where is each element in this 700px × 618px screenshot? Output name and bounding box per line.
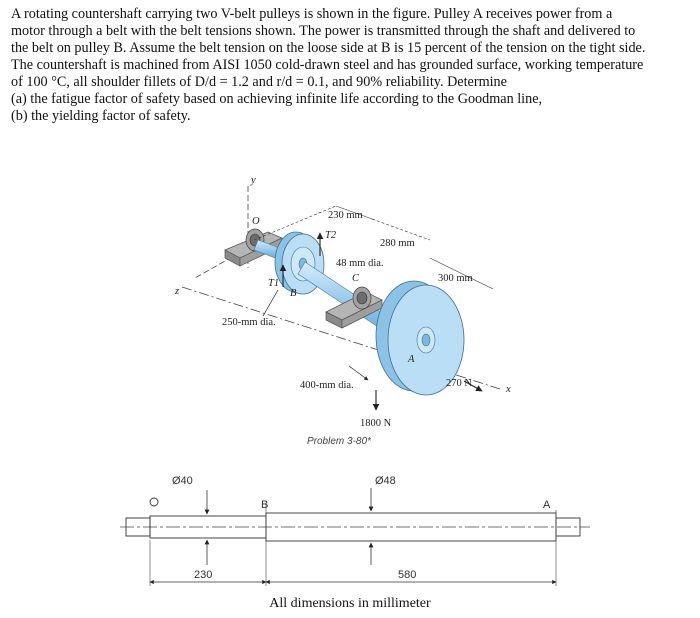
- figure-caption: Problem 3-80*: [307, 436, 372, 447]
- pulley-a-label: A: [407, 354, 415, 365]
- force-270-arrow: [463, 380, 483, 392]
- dim-line-280: [371, 218, 431, 241]
- dim-230-text: 230: [194, 569, 212, 581]
- dim-280-label: 280 mm: [380, 238, 415, 249]
- point-o-label: O: [252, 216, 260, 227]
- problem-statement: A rotating countershaft carrying two V-b…: [11, 6, 695, 125]
- z-axis-label: z: [174, 286, 179, 297]
- dim-580-text: 580: [398, 569, 416, 581]
- problem-line: of 100 °C, all shoulder fillets of D/d =…: [11, 74, 507, 90]
- problem-line: motor through a belt with the belt tensi…: [11, 23, 636, 39]
- dia-40-label: Ø40: [172, 475, 193, 487]
- pulley-b-label: B: [290, 288, 297, 299]
- bearing-c: [325, 286, 383, 329]
- shaft-dia-label: 48 mm dia.: [336, 258, 384, 269]
- force-1800-label: 1800 N: [360, 418, 392, 429]
- shaft-a-label: A: [543, 499, 551, 511]
- problem-line: (a) the fatigue factor of safety based o…: [11, 91, 543, 107]
- problem-line: the belt on pulley B. Assume the belt te…: [11, 40, 646, 56]
- y-axis-label: y: [250, 175, 256, 186]
- shaft-drawing: Ø40 Ø48 B A 230 580: [120, 475, 590, 586]
- pulley-b-dia-label: 250-mm dia.: [222, 317, 276, 328]
- dim-line-300: [429, 257, 494, 290]
- t1-label: T1: [268, 278, 279, 289]
- x-axis-label: x: [505, 384, 511, 395]
- dim-extension: [335, 205, 376, 221]
- pulley-a: [375, 280, 465, 396]
- dia-48-label: Ø48: [375, 475, 396, 487]
- force-270-label: 270 N: [446, 378, 472, 389]
- isometric-figure: y z x O C A B T1 T2 230 mm 280 mm 300 mm…: [174, 175, 511, 447]
- dim-300-label: 300 mm: [438, 273, 473, 284]
- pulley-a-dia-label: 400-mm dia.: [300, 380, 354, 391]
- t2-label: T2: [325, 230, 337, 241]
- shaft-b-label: B: [261, 499, 268, 511]
- bearing-o-symbol: [149, 497, 159, 507]
- point-c-label: C: [352, 273, 360, 284]
- problem-line: (b) the yielding factor of safety.: [11, 108, 191, 124]
- shaft-centerline: [181, 286, 504, 391]
- problem-line: A rotating countershaft carrying two V-b…: [11, 6, 613, 22]
- leader-400-dia: [348, 365, 369, 381]
- dim-230-label: 230 mm: [328, 210, 363, 221]
- dimension-note: All dimensions in millimeter: [269, 596, 431, 611]
- problem-line: The countershaft is machined from AISI 1…: [11, 57, 644, 73]
- leader-250-dia: [262, 289, 279, 317]
